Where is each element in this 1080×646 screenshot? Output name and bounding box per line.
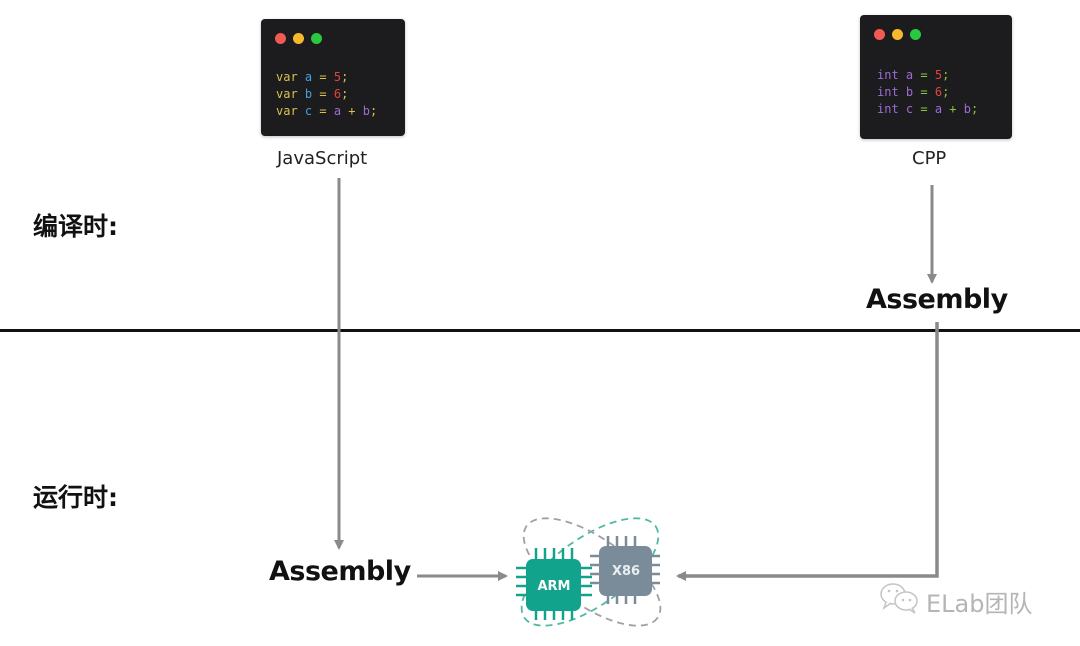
code-token: = [312,70,334,84]
code-token: = [312,104,334,118]
code-token: c [304,104,313,118]
code-line: var a = 5; [276,69,377,86]
cpp-label: CPP [912,148,947,169]
minimize-dot-icon [892,29,903,40]
code-token: a [304,70,313,84]
code-token: b [905,85,914,99]
code-token: 6 [333,87,342,101]
code-line: var c = a + b; [276,103,377,120]
code-line: var b = 6; [276,86,377,103]
orbit-dashed-teal [520,517,660,627]
code-token: int [877,85,906,99]
window-controls [874,29,921,40]
cpp-assembly-label: Assembly [866,284,1008,315]
watermark-text: ELab团队 [926,590,1033,618]
code-token: 5 [934,68,943,82]
code-token: c [905,102,914,116]
code-token: 5 [333,70,342,84]
code-line: int a = 5; [877,67,978,84]
orbit-dashed-gray [522,517,662,627]
minimize-dot-icon [293,33,304,44]
code-token: a [333,104,342,118]
code-token: ; [970,102,979,116]
code-token: ; [341,70,349,84]
code-token: var [276,104,305,118]
code-token: a [905,68,914,82]
arm-chip-label: ARM [537,579,570,594]
cpp-code-window: int a = 5;int b = 6;int c = a + b; [860,15,1012,139]
javascript-label: JavaScript [277,148,368,169]
run-time-label: 运行时: [33,483,118,512]
close-dot-icon [275,33,286,44]
cpp-assembly-to-chip-arrow [676,322,939,581]
code-token: ; [369,104,378,118]
code-line: int c = a + b; [877,101,978,118]
code-token: = [913,85,935,99]
code-token: = [913,102,935,116]
code-token: b [963,102,971,116]
window-controls [275,33,322,44]
compile-time-label: 编译时: [33,212,118,241]
x86-chip-label: X86 [612,564,640,579]
code-token: int [877,102,906,116]
code-token: var [276,70,305,84]
js-code: var a = 5;var b = 6;var c = a + b; [276,69,377,120]
maximize-dot-icon [311,33,322,44]
code-token: a [934,102,943,116]
wechat-icon [880,583,918,614]
code-token: var [276,87,305,101]
close-dot-icon [874,29,885,40]
code-token: ; [341,87,349,101]
maximize-dot-icon [910,29,921,40]
code-token: b [304,87,313,101]
code-token: 6 [934,85,943,99]
phase-divider [0,329,1080,332]
code-token: ; [942,68,950,82]
code-line: int b = 6; [877,84,978,101]
x86-chip-icon [590,536,660,604]
code-token: = [913,68,935,82]
code-token: + [341,104,363,118]
arm-chip-icon [516,548,592,620]
cpp-code: int a = 5;int b = 6;int c = a + b; [877,67,978,118]
code-token: ; [942,85,950,99]
code-token: b [362,104,370,118]
js-assembly-label: Assembly [269,556,411,587]
js-code-window: var a = 5;var b = 6;var c = a + b; [261,19,405,136]
code-token: = [312,87,334,101]
code-token: int [877,68,906,82]
code-token: + [942,102,964,116]
